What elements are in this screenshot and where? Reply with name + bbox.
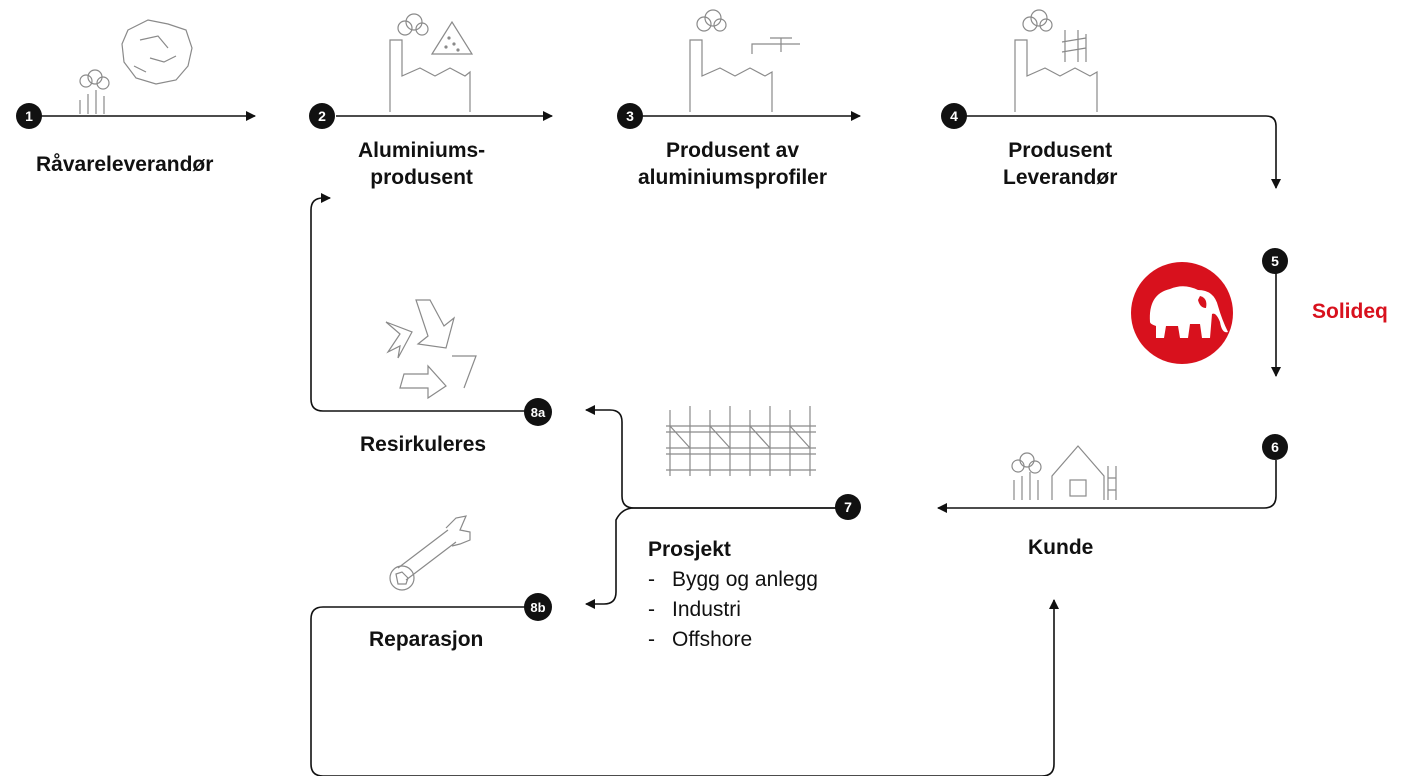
project-block: Prosjekt -Bygg og anlegg -Industri -Offs… <box>648 535 818 655</box>
badge-4-text: 4 <box>950 108 958 124</box>
label-solideq: Solideq <box>1312 300 1388 323</box>
label-produsent-leverandor: Produsent Leverandør <box>1003 137 1117 191</box>
connector-7-8b <box>585 507 836 609</box>
project-item-label: Offshore <box>672 628 753 651</box>
badge-7: 7 <box>835 494 861 520</box>
project-list: -Bygg og anlegg -Industri -Offshore <box>648 565 818 655</box>
dash: - <box>648 568 655 591</box>
connector-8b-kunde <box>310 599 1059 776</box>
label-line: Aluminiums- <box>358 139 486 162</box>
badge-8b-text: 8b <box>530 600 545 615</box>
connector-8a-2 <box>310 193 526 412</box>
badge-8a-text: 8a <box>531 405 546 420</box>
label-line: aluminiumsprofiler <box>638 166 828 189</box>
step-badges: 1 2 3 4 5 6 7 8a 8b <box>16 103 1288 621</box>
factory-icon-3 <box>689 9 800 112</box>
connector-6-kunde <box>937 460 1277 513</box>
project-item: -Bygg og anlegg <box>648 565 818 595</box>
project-item-label: Bygg og anlegg <box>672 568 818 591</box>
badge-3: 3 <box>617 103 643 129</box>
label-ravareleverandor: Råvareleverandør <box>36 151 213 178</box>
project-item-label: Industri <box>672 598 741 621</box>
wrench-icon <box>389 515 471 591</box>
house-icon <box>1011 445 1117 500</box>
scaffolding-icon <box>666 406 816 476</box>
badge-4: 4 <box>941 103 967 129</box>
badge-8a: 8a <box>524 398 552 426</box>
label-line: Leverandør <box>1003 166 1118 189</box>
badge-1: 1 <box>16 103 42 129</box>
recycle-icon <box>385 299 477 400</box>
badge-6-text: 6 <box>1271 439 1279 455</box>
badge-5: 5 <box>1262 248 1288 274</box>
factory-icon-2 <box>389 13 474 112</box>
dash: - <box>648 628 655 651</box>
label-line: Produsent <box>1008 139 1113 162</box>
connector-7-8a <box>585 405 836 509</box>
dash: - <box>648 598 655 621</box>
tree-icon <box>79 69 110 114</box>
badge-7-text: 7 <box>844 499 852 515</box>
label-reparasjon: Reparasjon <box>369 628 484 651</box>
rock-icon <box>121 19 193 85</box>
label-line: Produsent av <box>665 139 800 162</box>
label-line: produsent <box>370 166 473 189</box>
elephant-logo-icon <box>1131 262 1233 364</box>
badge-5-text: 5 <box>1271 253 1279 269</box>
connector-4-5 <box>965 115 1281 189</box>
badge-1-text: 1 <box>25 108 33 124</box>
badge-2-text: 2 <box>318 108 326 124</box>
project-item: -Industri <box>648 595 818 625</box>
label-kunde: Kunde <box>1028 536 1094 559</box>
factory-icon-4 <box>1014 9 1098 112</box>
label-aluminiumsprodusent: Aluminiums- produsent <box>358 137 485 191</box>
label-line: Råvareleverandør <box>36 153 214 176</box>
label-produsent-profiler: Produsent av aluminiumsprofiler <box>638 137 827 191</box>
badge-6: 6 <box>1262 434 1288 460</box>
project-item: -Offshore <box>648 625 818 655</box>
badge-3-text: 3 <box>626 108 634 124</box>
label-resirkuleres: Resirkuleres <box>360 433 487 456</box>
badge-8b: 8b <box>524 593 552 621</box>
project-title: Prosjekt <box>648 538 731 561</box>
badge-2: 2 <box>309 103 335 129</box>
